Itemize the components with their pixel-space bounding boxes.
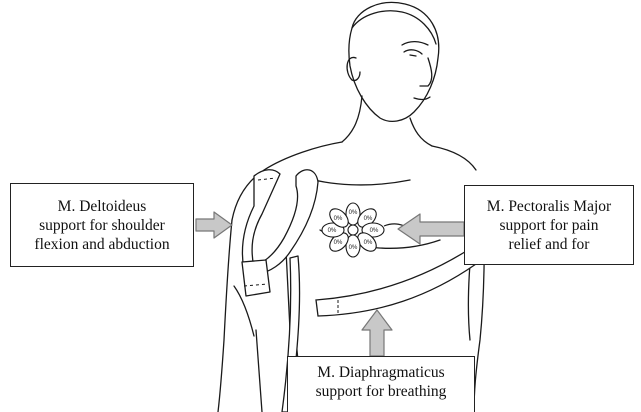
label-diaphragmaticus: M. Diaphragmaticus support for breathing	[287, 356, 475, 412]
tape-mark-4: 0%	[364, 240, 373, 246]
mouth	[414, 97, 430, 99]
pectoral-tape-center	[348, 225, 358, 235]
tape-mark-2: 0%	[364, 216, 373, 222]
hair-line	[352, 11, 436, 44]
eye	[404, 50, 422, 56]
ear	[347, 57, 360, 80]
tape-mark-3: 0%	[370, 228, 379, 234]
nose	[420, 58, 432, 86]
arrow-to-pectoral	[398, 214, 464, 244]
neck-left	[342, 96, 362, 142]
tape-mark-7: 0%	[328, 228, 337, 234]
label-deltoideus: M. Deltoideus support for shoulder flexi…	[10, 183, 194, 267]
tape-mark-6: 0%	[334, 240, 343, 246]
tape-mark-5: 0%	[349, 245, 358, 251]
right-shoulder	[432, 146, 476, 170]
tape-mark-1: 0%	[349, 210, 358, 216]
label-pectoralis-line-3: relief and for	[509, 235, 590, 254]
label-pectoralis-major: M. Pectoralis Major support for pain rel…	[464, 185, 634, 265]
arrow-to-deltoid	[196, 212, 232, 238]
label-deltoideus-line-1: M. Deltoideus	[58, 197, 147, 216]
label-diaphragmaticus-line-1: M. Diaphragmaticus	[317, 363, 444, 382]
label-pectoralis-line-1: M. Pectoralis Major	[487, 197, 611, 216]
diaphragm-tape	[316, 250, 476, 316]
head-outline	[349, 2, 439, 121]
deltoid-tape-base	[242, 260, 270, 296]
tape-mark-8: 0%	[334, 216, 343, 222]
neck-right	[410, 118, 432, 146]
left-arm-outer	[218, 220, 232, 412]
brow	[402, 42, 428, 45]
label-diaphragmaticus-line-2: support for breathing	[316, 382, 447, 401]
label-deltoideus-line-3: flexion and abduction	[34, 235, 169, 254]
left-forearm	[256, 330, 262, 412]
left-shoulder	[232, 142, 342, 220]
label-deltoideus-line-2: support for shoulder	[39, 216, 165, 235]
arrow-to-diaphragm	[362, 310, 392, 356]
label-pectoralis-line-2: support for pain	[499, 216, 598, 235]
